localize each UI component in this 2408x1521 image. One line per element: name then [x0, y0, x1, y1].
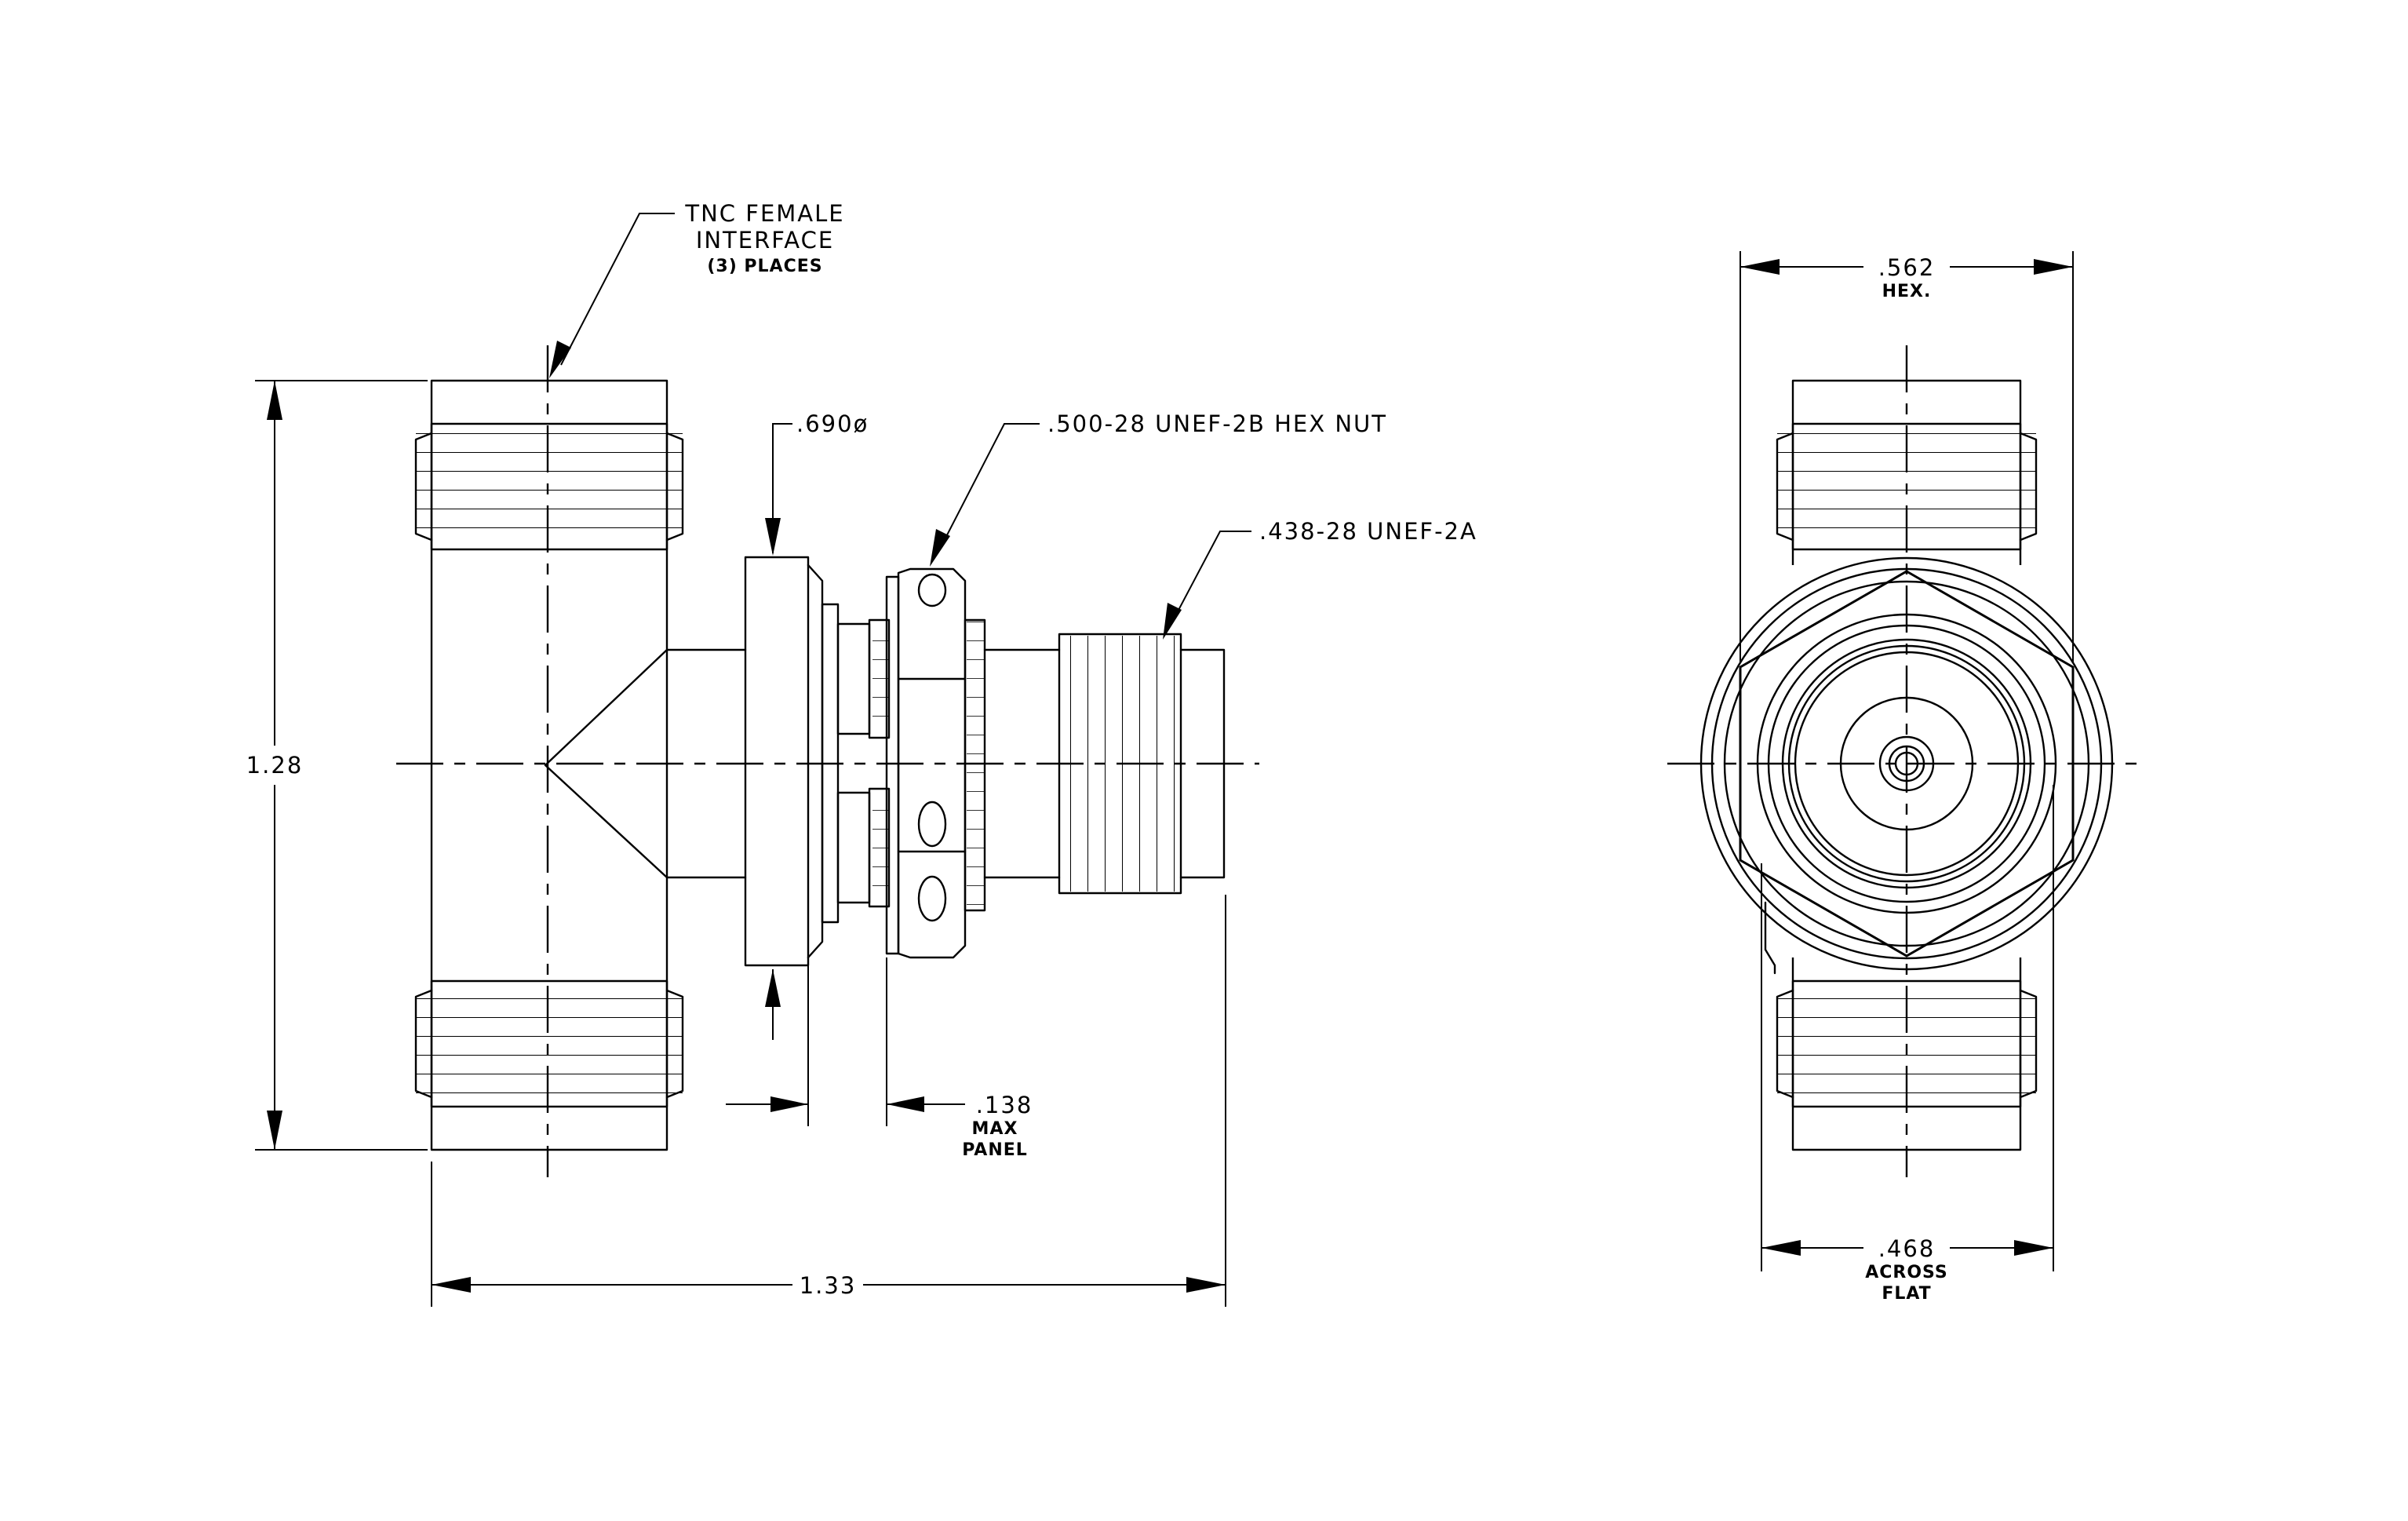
thread-leader	[1163, 531, 1251, 640]
panel-label-line2: PANEL	[962, 1140, 1028, 1160]
hex-sub-label: HEX.	[1882, 282, 1932, 301]
tnc-leader	[549, 213, 675, 378]
flat-label-line1: ACROSS	[1865, 1263, 1948, 1282]
length-label: 1.33	[800, 1272, 857, 1299]
panel-dimension	[726, 957, 965, 1126]
flange-diameter-dimension	[765, 423, 809, 1126]
panel-value: .138	[976, 1092, 1033, 1118]
tee-body	[414, 379, 747, 1151]
tnc-label-line2: INTERFACE	[696, 227, 834, 254]
tnc-label-line1: TNC FEMALE	[684, 200, 844, 227]
panel-flange	[744, 556, 840, 967]
height-label: 1.28	[246, 752, 304, 779]
lock-washer	[836, 618, 891, 908]
height-dimension	[255, 380, 428, 1151]
side-view: 1.28 1.33 TNC FEMALE INTERFACE (3) PLACE…	[246, 200, 1477, 1307]
hex-value: .562	[1878, 254, 1936, 281]
end-view: .562 HEX. .468 ACROSS FLAT	[1667, 251, 2146, 1304]
flat-value: .468	[1878, 1235, 1936, 1262]
hex-nut	[885, 567, 986, 959]
hex-dimension	[1740, 251, 2074, 663]
length-dimension	[431, 895, 1226, 1307]
flat-label-line2: FLAT	[1882, 1284, 1931, 1304]
across-flat-dimension	[1761, 785, 2054, 1271]
hex-nut-label: .500-28 UNEF-2B HEX NUT	[1047, 410, 1387, 437]
panel-label-line1: MAX	[972, 1119, 1018, 1139]
flange-diameter-label: .690ø	[796, 410, 869, 437]
tnc-label-line3: (3) PLACES	[707, 257, 822, 276]
hex-nut-leader	[930, 423, 1040, 567]
thread-label: .438-28 UNEF-2A	[1259, 518, 1477, 545]
